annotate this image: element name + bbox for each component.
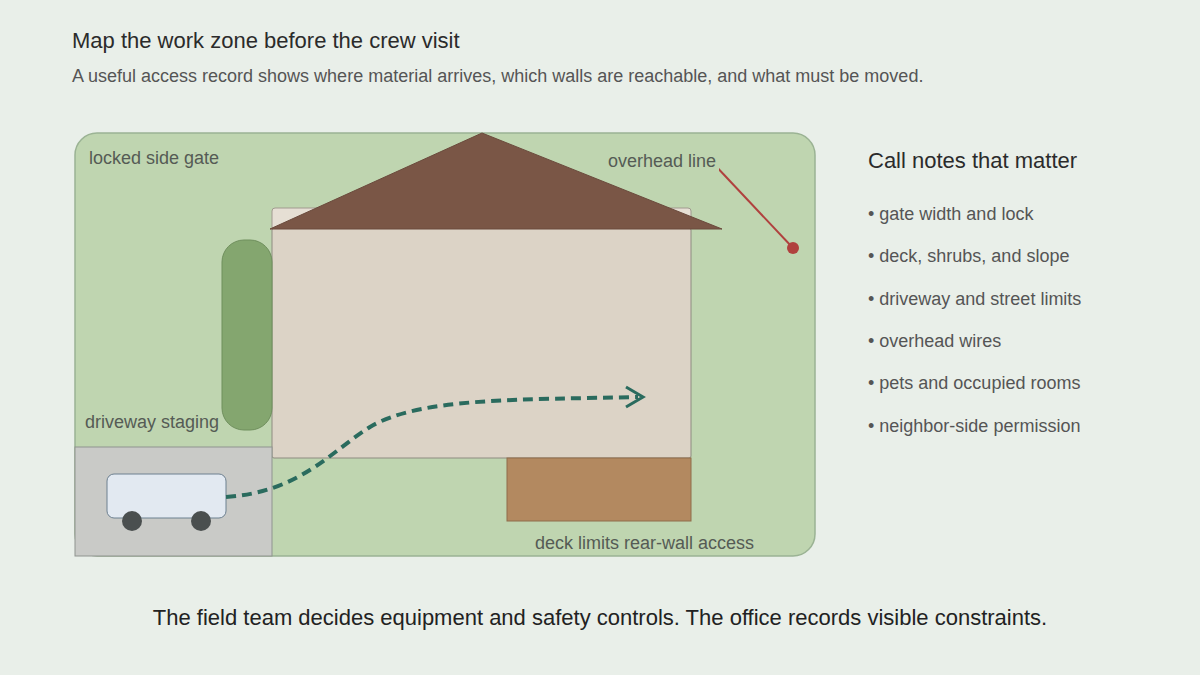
van-wheel bbox=[191, 511, 211, 531]
note-bullet: • pets and occupied rooms bbox=[868, 373, 1080, 394]
house-body bbox=[272, 228, 691, 458]
deck-label: deck limits rear-wall access bbox=[535, 533, 754, 554]
lot-ground bbox=[75, 133, 815, 556]
note-bullet: • deck, shrubs, and slope bbox=[868, 246, 1069, 267]
gate-label: locked side gate bbox=[89, 148, 219, 169]
shrub-row bbox=[222, 240, 272, 430]
house-roof bbox=[270, 133, 722, 229]
wire-pole bbox=[787, 242, 799, 254]
lot-region: locked side gate overhead line deck limits… bbox=[75, 133, 815, 556]
page-title: Map the work zone before the crew visit bbox=[72, 28, 460, 53]
van-body bbox=[107, 474, 226, 518]
driveway bbox=[75, 447, 272, 556]
caption: The field team decides equipment and saf… bbox=[0, 605, 1200, 630]
driveway-label: driveway staging bbox=[85, 412, 219, 433]
deck bbox=[507, 458, 691, 521]
note-bullet: • neighbor-side permission bbox=[868, 416, 1080, 437]
subtitle: A useful access record shows where mater… bbox=[72, 66, 923, 87]
note-bullet: • driveway and street limits bbox=[868, 289, 1081, 310]
notes-heading: Call notes that matter bbox=[868, 148, 1077, 173]
note-bullet: • overhead wires bbox=[868, 331, 1001, 352]
driveway-area: driveway staging bbox=[75, 447, 272, 556]
wire-label: overhead line bbox=[605, 151, 719, 172]
van-wheel bbox=[122, 511, 142, 531]
delivery-path bbox=[226, 397, 638, 497]
note-bullet: • gate width and lock bbox=[868, 204, 1033, 225]
delivery-arrowhead bbox=[626, 387, 643, 407]
overhead-wire bbox=[712, 162, 793, 248]
